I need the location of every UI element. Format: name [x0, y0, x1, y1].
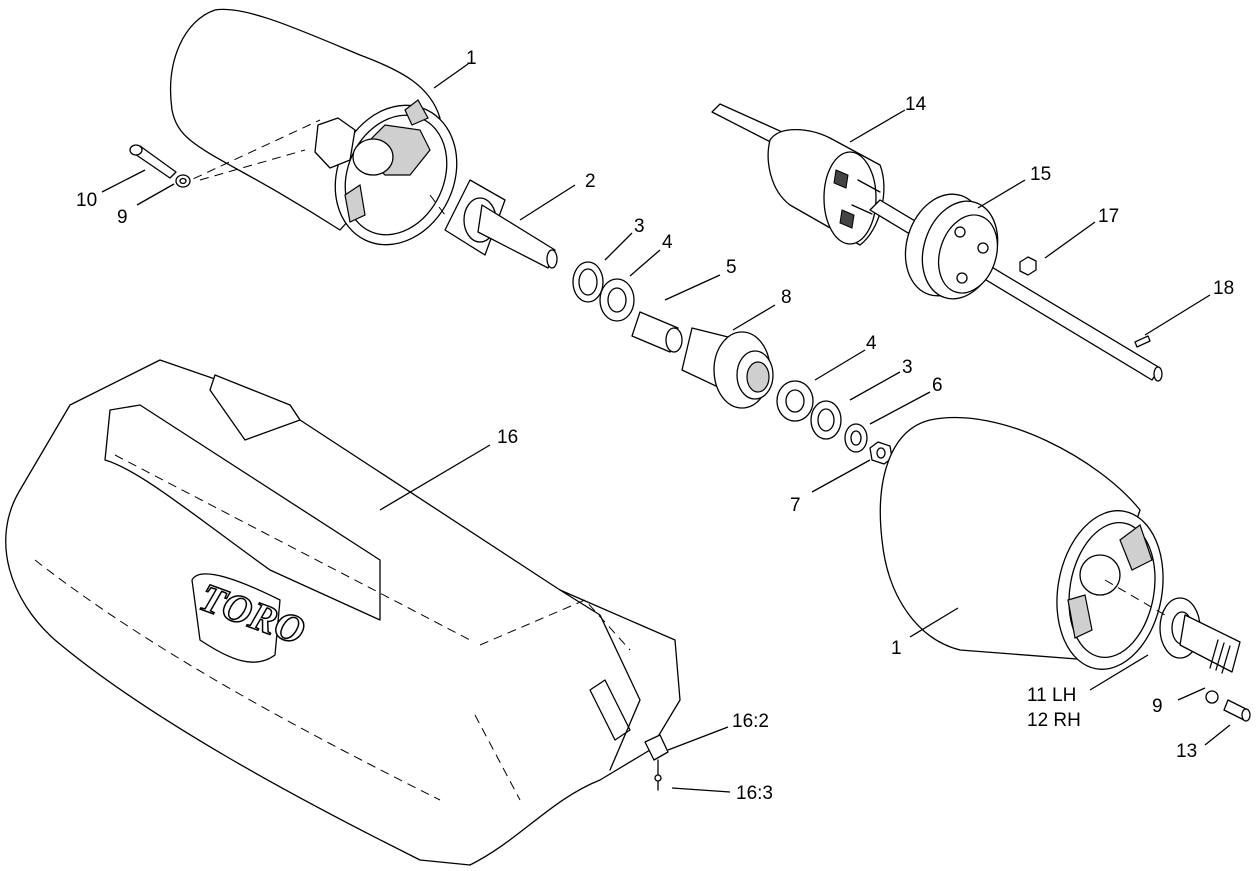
hub-housing-8: [681, 327, 774, 409]
callout-2: 2: [585, 171, 596, 192]
callout-3-lower: 3: [902, 357, 913, 378]
leader-lines: [101, 63, 1231, 793]
callout-18: 18: [1213, 278, 1234, 299]
callout-4-upper: 4: [662, 232, 673, 253]
roller-drum-upper: [170, 8, 458, 246]
bolt-13: [1223, 699, 1251, 722]
roller-drum-lower: [879, 416, 1164, 670]
callout-6: 6: [932, 375, 943, 396]
stub-axle-11-12: [1104, 579, 1241, 674]
callout-14: 14: [905, 94, 927, 115]
bolt-10: [129, 144, 177, 179]
callout-13: 13: [1176, 741, 1197, 762]
callout-15: 15: [1030, 164, 1051, 185]
pin-16-3: [654, 759, 662, 791]
callout-9-upper: 9: [117, 207, 128, 228]
callout-16: 16: [497, 427, 518, 448]
callout-16-3: 16:3: [736, 783, 773, 804]
callout-7: 7: [790, 495, 801, 516]
seal-3-lower: [810, 400, 842, 440]
bearing-4-upper: [599, 278, 635, 322]
spacer-5: [631, 311, 683, 353]
drive-gear-15: [904, 193, 999, 300]
bracket-16-2: [644, 734, 669, 761]
catcher-body-16: TORO: [5, 359, 681, 866]
callout-16-2: 16:2: [732, 711, 769, 732]
callout-1-upper: 1: [466, 48, 477, 69]
callout-labels: 1 10 9 2 3 4 5 8 14 15 17 18 16 4 3 6 7 …: [76, 48, 1234, 804]
callout-12-rh: 12 RH: [1027, 710, 1081, 731]
nut-17: [1019, 256, 1037, 276]
callout-9-lower: 9: [1152, 696, 1163, 717]
drive-shaft-14: [711, 103, 885, 246]
washer-6: [844, 423, 868, 453]
callout-17: 17: [1098, 206, 1119, 227]
key-18: [1134, 335, 1151, 348]
callout-3-upper: 3: [634, 216, 645, 237]
callout-8: 8: [781, 287, 792, 308]
callout-4-lower: 4: [866, 333, 877, 354]
callout-10: 10: [76, 190, 97, 211]
washer-9-upper: [175, 174, 191, 188]
bearing-4-lower: [776, 380, 814, 422]
callout-5: 5: [726, 257, 737, 278]
washer-9-lower: [1205, 690, 1219, 704]
callout-1-lower: 1: [891, 638, 902, 659]
callout-11-lh: 11 LH: [1027, 685, 1076, 706]
shaft-flange-2: [429, 179, 558, 269]
seal-3-upper: [572, 261, 604, 303]
